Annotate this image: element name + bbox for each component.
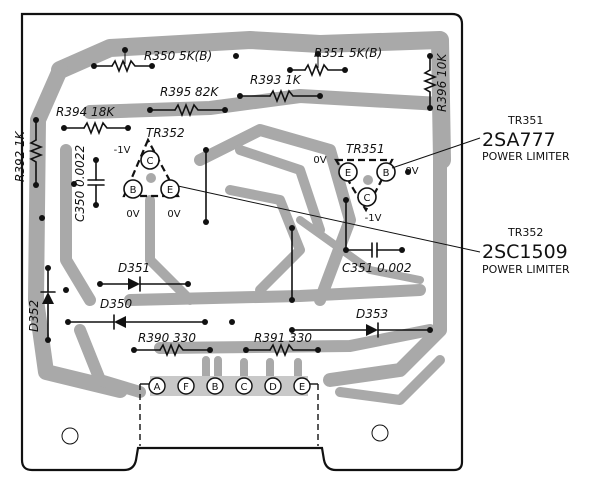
callout-tr351-part: 2SA777 (482, 129, 556, 151)
callout-tr351: TR351 2SA777 POWER LIMITER (482, 114, 570, 163)
label-d351: D351 (118, 261, 150, 275)
connector-pin (206, 377, 224, 395)
connector-pin (293, 377, 311, 395)
copper-traces (28, 31, 451, 405)
tr351-voltage-c: -1V (365, 213, 382, 224)
tr351-pin-b-label: B (383, 168, 390, 179)
callout-line-tr351 (391, 137, 481, 169)
label-c351: C351 0.002 (342, 261, 411, 275)
label-r394: R394 18K (56, 105, 115, 119)
label-d353: D353 (356, 307, 388, 321)
tr351-voltage-e: 0V (313, 155, 326, 166)
connector-pin-label: E (299, 382, 305, 393)
connector-pin (148, 377, 166, 395)
tr351-pin-c (357, 187, 377, 207)
mounting-hole-left (61, 427, 79, 445)
tr351-pin-e-label: E (345, 168, 351, 179)
tr352-pin-c (140, 150, 160, 170)
connector-pin-label: F (183, 382, 189, 393)
label-r390: R390 330 (138, 331, 196, 345)
label-tr351: TR351 (346, 142, 385, 156)
label-r351: R351 5K(B) (314, 46, 382, 60)
label-r350: R350 5K(B) (144, 49, 212, 63)
tr352-pin-b-label: B (130, 185, 137, 196)
tr352-pin-c-label: C (147, 156, 154, 167)
connector-pin (264, 377, 282, 395)
transistor-tr352: C B E -1V 0V 0V (114, 137, 181, 220)
tr351-voltage-b: 0V (405, 166, 418, 177)
callout-tr352-desc: POWER LIMITER (482, 263, 570, 276)
label-d352: D352 (27, 300, 41, 332)
label-c350: C350 0.0022 (73, 145, 87, 222)
connector-pin-label: B (212, 382, 219, 393)
tr352-pin-e-label: E (167, 185, 173, 196)
connector-pin (235, 377, 253, 395)
label-d350: D350 (100, 297, 133, 311)
connector-pin-label: D (269, 382, 277, 393)
label-r395: R395 82K (160, 85, 219, 99)
tr352-voltage-c: -1V (114, 145, 131, 156)
label-r393: R393 1K (250, 73, 302, 87)
callout-tr352-part: 2SC1509 (482, 241, 568, 263)
component-labels: R350 5K(B) R351 5K(B) R393 1K R395 82K R… (13, 46, 449, 345)
tr352-voltage-e: 0V (167, 209, 180, 220)
tr351-pin-c-label: C (364, 193, 371, 204)
connector-pin-label: C (241, 382, 248, 393)
label-r392: R392 1K (13, 130, 27, 182)
transistor-tr351: E B C 0V 0V -1V (313, 155, 418, 224)
board-outline (20, 12, 464, 472)
mounting-hole-right (371, 424, 389, 442)
tr352-voltage-b: 0V (126, 209, 139, 220)
callout-tr352: TR352 2SC1509 POWER LIMITER (482, 226, 570, 276)
label-r396: R396 10K (435, 53, 449, 112)
tr351-pin-e (338, 162, 358, 182)
callout-tr351-ref: TR351 (507, 114, 543, 127)
component-wires (28, 47, 438, 358)
tr352-pin-b (123, 179, 143, 199)
connector-pin-label: A (154, 382, 161, 393)
callout-tr351-desc: POWER LIMITER (482, 150, 570, 163)
callout-tr352-ref: TR352 (507, 226, 543, 239)
connector-pin (177, 377, 195, 395)
tr351-pin-b (376, 162, 396, 182)
callout-line-tr352 (177, 185, 481, 253)
label-r391: R391 330 (254, 331, 312, 345)
tr352-pin-e (160, 179, 180, 199)
label-tr352: TR352 (146, 126, 185, 140)
